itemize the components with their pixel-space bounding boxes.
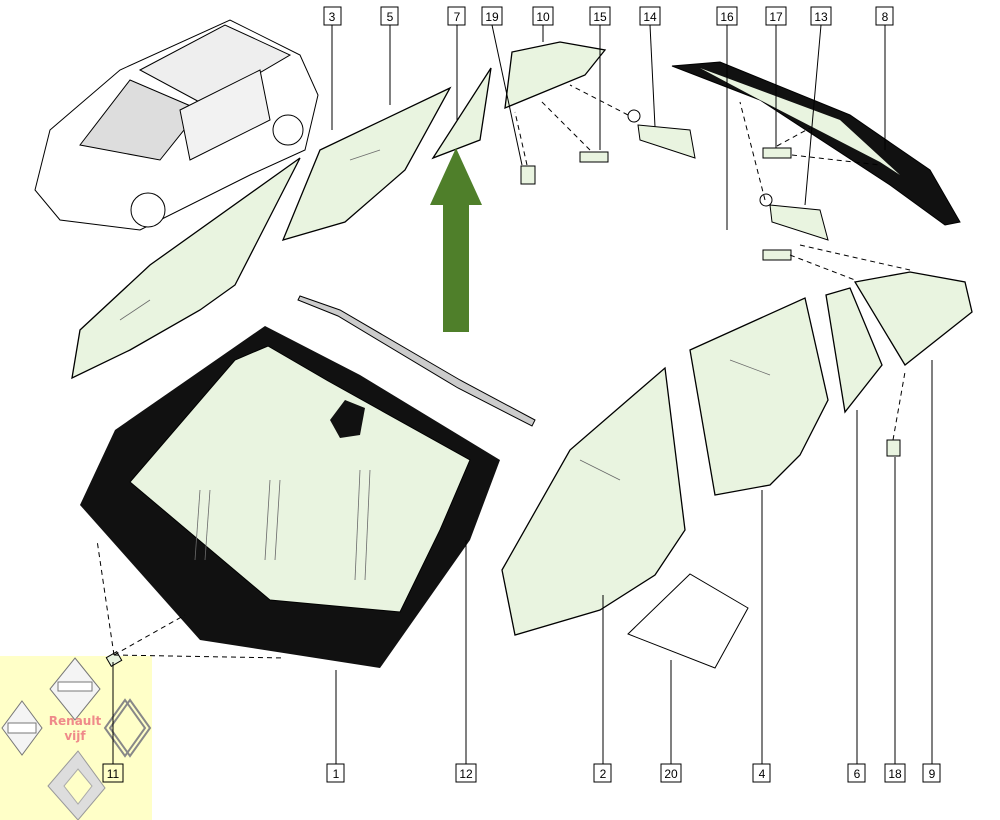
- leader-lines: [112, 24, 933, 764]
- svg-text:3: 3: [329, 10, 336, 24]
- part-5-glass: [281, 86, 452, 242]
- svg-text:12: 12: [459, 767, 473, 781]
- part-13-bracket: [769, 204, 829, 241]
- mirror-mount: [330, 400, 365, 438]
- part-12-seal-strip: [297, 295, 536, 427]
- callout-4: 4: [752, 763, 771, 783]
- glass-hatching: [119, 149, 771, 581]
- svg-text:8: 8: [882, 10, 889, 24]
- up-arrow-icon: [430, 148, 482, 332]
- part-20-kit-box: [627, 573, 749, 669]
- callout-3: 3: [323, 6, 342, 26]
- callout-8: 8: [875, 6, 894, 26]
- part-15-pad: [579, 151, 609, 163]
- part-3-glass: [71, 157, 301, 380]
- part-9-glass: [853, 271, 973, 366]
- callout-15: 15: [589, 6, 611, 26]
- svg-text:4: 4: [759, 767, 766, 781]
- svg-text:6: 6: [854, 767, 861, 781]
- part-14-cup: [627, 109, 641, 123]
- svg-text:2: 2: [600, 767, 607, 781]
- renault-diamond-lines: [103, 698, 152, 758]
- callout-11: 11: [102, 763, 124, 783]
- part-18-clip: [886, 439, 901, 457]
- svg-text:17: 17: [769, 10, 783, 24]
- car-illustration: [34, 19, 319, 231]
- svg-text:16: 16: [720, 10, 734, 24]
- svg-text:10: 10: [536, 10, 550, 24]
- svg-text:11: 11: [107, 767, 120, 781]
- callout-18: 18: [884, 763, 906, 783]
- callout-2: 2: [593, 763, 612, 783]
- svg-text:20: 20: [664, 767, 678, 781]
- svg-text:5: 5: [387, 10, 394, 24]
- part-10-glass: [504, 41, 607, 110]
- part-16-pad: [762, 249, 792, 261]
- callout-17: 17: [765, 6, 787, 26]
- brand-line1: Renault: [48, 714, 102, 728]
- callout-9: 9: [922, 763, 941, 783]
- logo-panel: Renault vijf: [0, 656, 152, 820]
- part-8-rear-screen: [671, 61, 961, 226]
- callout-16: 16: [716, 6, 738, 26]
- callout-13: 13: [810, 6, 832, 26]
- svg-text:19: 19: [485, 10, 499, 24]
- callout-10: 10: [532, 6, 554, 26]
- renault-badge-left: [1, 700, 43, 756]
- part-1-windscreen-glass: [129, 345, 471, 613]
- part-14-bracket: [637, 124, 696, 159]
- brand-line2: vijf: [64, 729, 86, 743]
- svg-text:13: 13: [814, 10, 828, 24]
- renault-diamond-modern: [47, 750, 106, 820]
- part-4-glass: [689, 297, 829, 496]
- svg-text:14: 14: [643, 10, 657, 24]
- part-17-pad: [762, 147, 792, 159]
- callout-6: 6: [847, 763, 866, 783]
- callout-1: 1: [326, 763, 345, 783]
- callout-20: 20: [660, 763, 682, 783]
- svg-text:1: 1: [333, 767, 340, 781]
- part-2-glass: [501, 366, 686, 636]
- callout-5: 5: [380, 6, 399, 26]
- brand-text: Renault vijf: [40, 714, 110, 744]
- assembly-arrows: [96, 84, 911, 659]
- callout-12: 12: [455, 763, 477, 783]
- renault-logos: [1, 657, 152, 820]
- renault-badge-top: [49, 657, 101, 721]
- svg-text:9: 9: [929, 767, 936, 781]
- small-parts: [105, 109, 901, 669]
- callout-19: 19: [481, 6, 503, 26]
- callout-14: 14: [639, 6, 661, 26]
- part-6-glass: [825, 287, 883, 414]
- callout-7: 7: [447, 6, 466, 26]
- part-13-cup: [759, 193, 773, 207]
- part-7-glass: [431, 67, 492, 160]
- svg-text:15: 15: [593, 10, 607, 24]
- svg-text:7: 7: [454, 10, 461, 24]
- part-19-clip: [520, 165, 536, 185]
- svg-text:18: 18: [888, 767, 902, 781]
